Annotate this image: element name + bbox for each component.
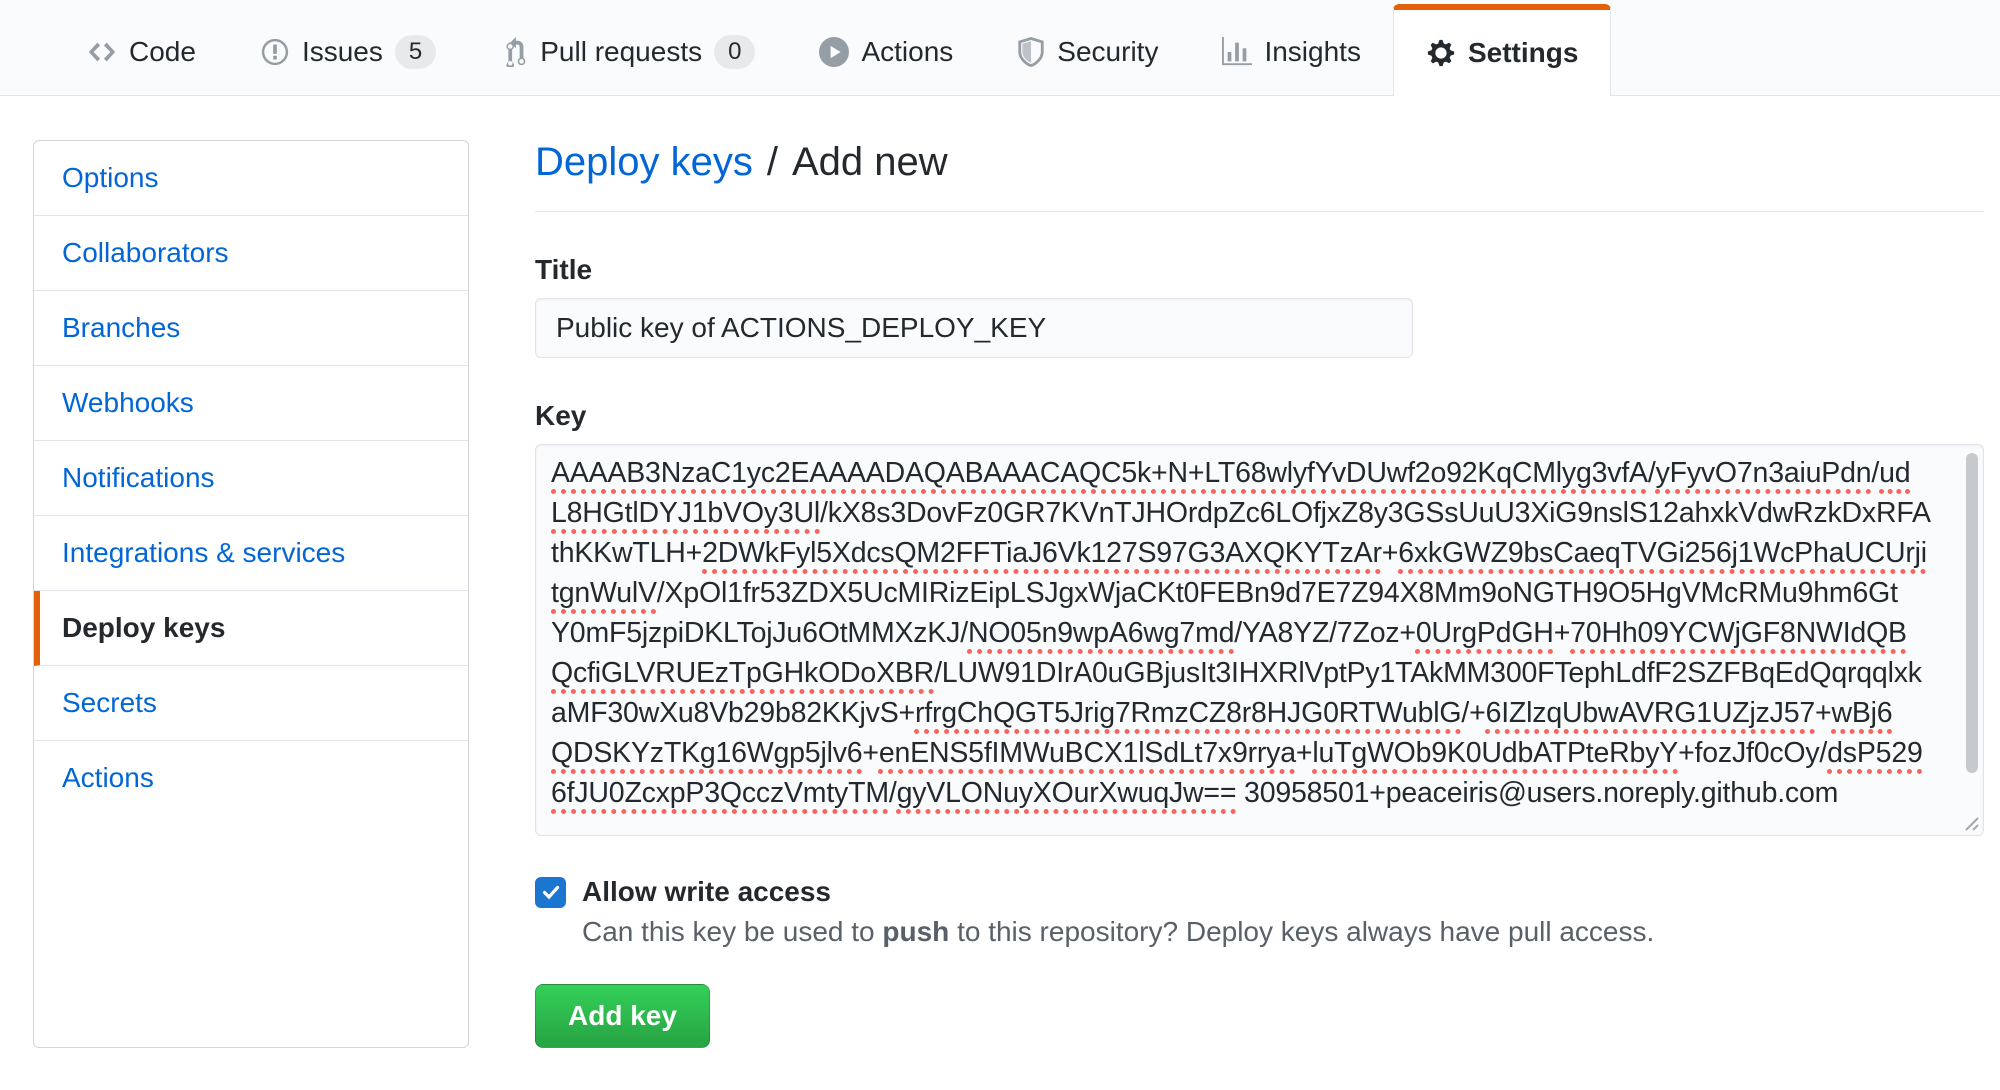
breadcrumb-current: Add new — [792, 140, 948, 184]
breadcrumb-separator: / — [766, 140, 778, 184]
sidebar-item-integrations-services[interactable]: Integrations & services — [34, 516, 468, 591]
tab-code[interactable]: Code — [55, 9, 228, 95]
settings-sidebar: Options Collaborators Branches Webhooks … — [33, 140, 469, 1048]
pull-requests-count-badge: 0 — [714, 34, 756, 70]
textarea-resize-handle[interactable] — [1958, 810, 1980, 832]
repo-tab-bar: Code Issues 5 Pull requests 0 Actions Se… — [0, 0, 2000, 96]
code-icon — [87, 37, 117, 67]
page-title: Deploy keys / Add new — [535, 140, 1984, 212]
tab-settings[interactable]: Settings — [1392, 4, 1612, 96]
key-field-label: Key — [535, 400, 587, 431]
deploy-keys-breadcrumb-link[interactable]: Deploy keys — [535, 140, 753, 184]
allow-write-checkbox[interactable] — [535, 876, 566, 908]
tab-label: Insights — [1264, 36, 1361, 67]
sidebar-item-branches[interactable]: Branches — [34, 291, 468, 366]
tab-actions[interactable]: Actions — [787, 9, 985, 95]
git-pull-request-icon — [500, 37, 528, 67]
sidebar-item-collaborators[interactable]: Collaborators — [34, 216, 468, 291]
tab-label: Code — [129, 36, 196, 67]
key-textarea[interactable]: AAAAB3NzaC1yc2EAAAADAQABAAACAQC5k+N+LT68… — [535, 444, 1984, 836]
allow-write-help-text: Can this key be used to push to this rep… — [582, 916, 1655, 947]
gear-icon — [1426, 38, 1456, 68]
sidebar-item-secrets[interactable]: Secrets — [34, 666, 468, 741]
shield-icon — [1017, 37, 1045, 67]
tab-issues[interactable]: Issues 5 — [228, 9, 468, 95]
play-icon — [819, 37, 850, 67]
textarea-scrollbar-thumb[interactable] — [1966, 453, 1978, 773]
sidebar-item-options[interactable]: Options — [34, 141, 468, 216]
issue-opened-icon — [260, 37, 290, 67]
tab-label: Security — [1057, 36, 1159, 67]
title-field-label: Title — [535, 254, 593, 285]
sidebar-item-notifications[interactable]: Notifications — [34, 441, 468, 516]
allow-write-label[interactable]: Allow write access — [582, 876, 832, 907]
tab-label: Pull requests — [540, 36, 703, 67]
tab-security[interactable]: Security — [985, 9, 1190, 95]
tab-label: Settings — [1467, 37, 1579, 68]
sidebar-item-deploy-keys[interactable]: Deploy keys — [34, 591, 468, 666]
tab-label: Actions — [861, 36, 954, 67]
graph-icon — [1222, 37, 1253, 67]
title-input[interactable] — [535, 298, 1413, 358]
add-key-button[interactable]: Add key — [535, 984, 710, 1048]
issues-count-badge: 5 — [394, 34, 437, 70]
tab-insights[interactable]: Insights — [1190, 9, 1393, 95]
tab-pull-requests[interactable]: Pull requests 0 — [468, 9, 787, 95]
tab-label: Issues — [301, 36, 383, 67]
sidebar-item-webhooks[interactable]: Webhooks — [34, 366, 468, 441]
check-icon — [542, 885, 559, 900]
sidebar-item-actions[interactable]: Actions — [62, 762, 154, 793]
